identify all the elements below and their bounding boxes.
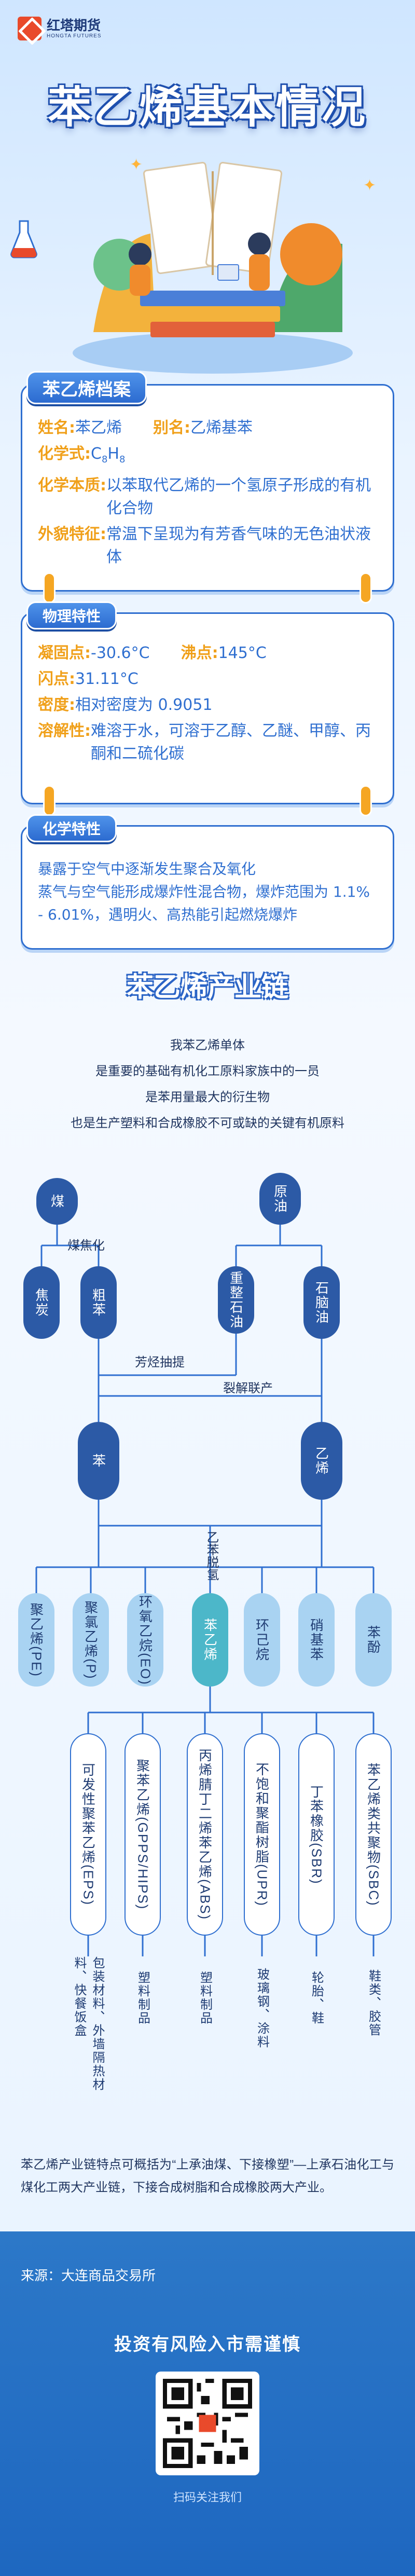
use-eps: 包装材料、外墙隔热材料、快餐饭盒 (72, 1956, 104, 2091)
physical-card: 物理特性 凝固点:-30.6°C 沸点:145°C 闪点:31.11°C 密度:… (21, 601, 394, 816)
hero-illustration (62, 135, 363, 379)
look-key: 外貌特征: (38, 525, 106, 543)
node-crude-benzene: 粗苯 (80, 1266, 117, 1339)
density-key: 密度: (38, 696, 75, 714)
node-naphtha: 石脑油 (303, 1266, 340, 1339)
intro-line: 也是生产塑料和合成橡胶不可或缺的关键有机原料 (71, 1116, 344, 1130)
boil-value: 145°C (218, 644, 267, 662)
look-row: 外貌特征: 常温下呈现为有芳香气味的无色油状液体 (38, 523, 377, 569)
node-styrene: 苯乙烯 (192, 1593, 228, 1687)
node-eps: 可发性聚苯乙烯(EPS) (70, 1733, 106, 1936)
flash-key: 闪点: (38, 670, 75, 688)
node-heavy-naphtha: 重整石油 (218, 1266, 254, 1334)
intro-line: 是重要的基础有机化工原料家族中的一员 (95, 1064, 320, 1078)
brand-name-cn: 红塔期货 (47, 18, 101, 34)
label-cracking: 裂解联产 (223, 1381, 273, 1395)
reading-illustration-icon (73, 161, 353, 374)
solubility-value: 难溶于水，可溶于乙醇、乙醚、甲醇、丙酮和二硫化碳 (91, 722, 371, 763)
node-coke: 焦炭 (23, 1266, 60, 1339)
pin-icon (43, 785, 56, 816)
intro-line: 我苯乙烯单体 (170, 1038, 245, 1052)
scan-hint: 扫码关注我们 (173, 2491, 242, 2504)
flash-row: 闪点:31.11°C (38, 668, 377, 691)
alias-value: 乙烯基苯 (190, 419, 253, 437)
source-text: 来源：大连商品交易所 (21, 2268, 156, 2284)
alias-key: 别名: (153, 419, 190, 437)
freeze-boil-row: 凝固点:-30.6°C 沸点:145°C (38, 642, 377, 665)
sparkle-icon: ✦ (130, 156, 143, 174)
use-upr: 玻璃钢、涂料 (255, 1968, 269, 2049)
node-gpps: 聚苯乙烯(GPPS/HIPS) (125, 1733, 161, 1936)
brand: 红塔期货 HONGTA FUTURES (18, 17, 101, 40)
nature-key: 化学本质: (38, 476, 106, 495)
node-cyclohexane: 环己烷 (244, 1593, 280, 1687)
density-row: 密度:相对密度为 0.9051 (38, 694, 377, 717)
physical-card-tab: 物理特性 (26, 601, 117, 629)
solubility-row: 溶解性:难溶于水，可溶于乙醇、乙醚、甲醇、丙酮和二硫化碳 (38, 720, 377, 765)
page-title: 苯乙烯基本情况 (47, 83, 367, 132)
node-ethylene: 乙烯 (301, 1422, 342, 1500)
name-key: 姓名: (38, 419, 75, 437)
formula-row: 化学式: C8H8 (38, 443, 377, 471)
flash-value: 31.11°C (75, 670, 139, 688)
label-dehydro: 乙苯脱氢 (204, 1531, 218, 1581)
label-aromatics: 芳烃抽提 (135, 1355, 185, 1369)
look-value: 常温下呈现为有芳香气味的无色油状液体 (106, 525, 371, 566)
node-crude: 原油 (259, 1173, 301, 1225)
node-eo: 环氧乙烷(EO) (127, 1593, 163, 1687)
freeze-value: -30.6°C (91, 644, 150, 662)
name-value: 苯乙烯 (75, 419, 122, 437)
profile-card: 苯乙烯档案 姓名:苯乙烯 别名:乙烯基苯 化学式: C8H8 化学本质: 以苯取… (21, 371, 394, 604)
brand-logo-icon (18, 17, 42, 40)
flask-icon (8, 218, 39, 259)
node-sbc: 苯乙烯类共聚物(SBC) (355, 1733, 392, 1936)
use-gpps: 塑料制品 (135, 1971, 150, 2025)
pin-icon (43, 572, 56, 604)
brand-name-en: HONGTA FUTURES (47, 33, 102, 39)
density-value: 相对密度为 0.9051 (75, 696, 213, 714)
label-coking: 煤焦化 (67, 1239, 105, 1253)
formula-value: C8H8 (91, 445, 126, 465)
chain-intro: 我苯乙烯单体 是重要的基础有机化工原料家族中的一员 是苯用量最大的衍生物 也是生… (21, 1033, 394, 1136)
pin-icon (359, 572, 372, 604)
chemical-card-tab: 化学特性 (26, 814, 117, 842)
chemical-line-2: 蒸气与空气能形成爆炸性混合物，爆炸范围为 1.1% - 6.01%，遇明火、高热… (38, 883, 370, 923)
chemical-line-1: 暴露于空气中逐渐发生聚合及氧化 (38, 860, 256, 878)
chain-summary: 苯乙烯产业链特点可概括为“上承油煤、下接橡塑”—上承石油化工与煤化工两大产业链，… (21, 2158, 394, 2195)
chain-title: 苯乙烯产业链 (126, 972, 288, 1003)
name-row: 姓名:苯乙烯 别名:乙烯基苯 (38, 417, 377, 440)
chemical-card: 化学特性 暴露于空气中逐渐发生聚合及氧化 蒸气与空气能形成爆炸性混合物，爆炸范围… (21, 814, 394, 950)
pin-icon (359, 785, 372, 816)
node-phenol: 苯酚 (355, 1593, 392, 1687)
node-coal: 煤 (36, 1178, 78, 1225)
node-upr: 不饱和聚酯树脂(UPR) (244, 1733, 280, 1936)
formula-key: 化学式: (38, 445, 91, 463)
chain-diagram: 煤 原油 煤焦化 焦炭 粗苯 重整石油 石脑油 芳烃抽提 裂解联产 苯 乙烯 乙… (0, 1168, 415, 2164)
nature-value: 以苯取代乙烯的一个氢原子形成的有机化合物 (106, 476, 371, 517)
use-abs: 塑料制品 (198, 1971, 212, 2025)
node-abs: 丙烯腈丁二烯苯乙烯(ABS) (187, 1733, 223, 1936)
use-sbc: 鞋类、胶管 (366, 1969, 381, 2037)
solubility-key: 溶解性: (38, 722, 91, 740)
node-pe: 聚乙烯(PE) (18, 1593, 54, 1687)
sparkle-icon: ✦ (363, 176, 377, 195)
use-sbr: 轮胎、鞋 (309, 1971, 324, 2025)
boil-key: 沸点: (181, 644, 218, 662)
node-nitrobenzene: 硝基苯 (298, 1593, 335, 1687)
intro-line: 是苯用量最大的衍生物 (145, 1090, 270, 1104)
node-pvc: 聚氯乙烯(P) (73, 1593, 109, 1687)
qr-code-icon[interactable] (156, 2372, 259, 2475)
chain-connectors (35, 1225, 375, 1956)
profile-card-tab: 苯乙烯档案 (26, 371, 147, 404)
node-sbr: 丁苯橡胶(SBR) (298, 1733, 335, 1936)
nature-row: 化学本质: 以苯取代乙烯的一个氢原子形成的有机化合物 (38, 474, 377, 520)
risk-warning: 投资有风险入市需谨慎 (114, 2334, 301, 2355)
node-benzene: 苯 (78, 1422, 119, 1500)
freeze-key: 凝固点: (38, 644, 91, 662)
